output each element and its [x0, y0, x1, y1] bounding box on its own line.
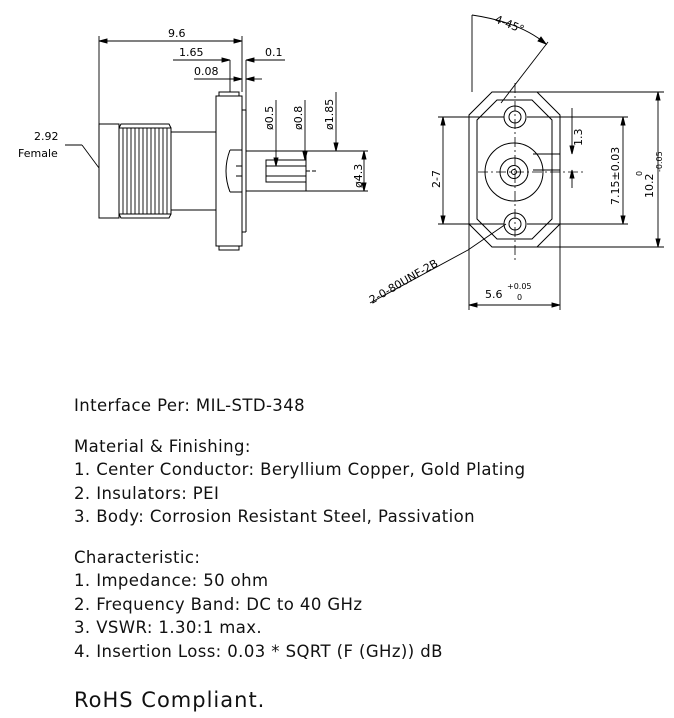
characteristic-item: 2. Frequency Band: DC to 40 GHz	[74, 594, 363, 614]
material-item: 3. Body: Corrosion Resistant Steel, Pass…	[74, 507, 475, 526]
technical-drawing: 9.6 1.65 0.1 0.08 ø0.5 ø0.8 ø1.85 ø4.3 2…	[18, 13, 664, 310]
side-view: 9.6 1.65 0.1 0.08 ø0.5 ø0.8 ø1.85 ø4.3 2…	[18, 27, 368, 251]
dia-insulator: ø1.85	[323, 99, 336, 130]
flange	[215, 91, 247, 251]
center-pin	[225, 149, 316, 193]
interface-note: Interface Per: MIL-STD-348	[74, 396, 305, 415]
dim-flange-offset: 1.65	[179, 46, 204, 59]
characteristic-item: 1. Impedance: 50 ohm	[74, 571, 269, 590]
dim-width-tol-lower: 0	[517, 293, 522, 302]
side-dimensions	[65, 36, 368, 192]
dim-width-tol-upper: +0.05	[507, 282, 532, 291]
characteristic-heading: Characteristic:	[74, 547, 201, 567]
centerlines	[478, 83, 586, 262]
dim-width-main: 5.6	[485, 288, 503, 301]
characteristic-item: 3. VSWR: 1.30:1 max.	[74, 618, 263, 637]
dim-overall-length: 9.6	[168, 27, 186, 40]
dim-height-tol-upper: 0	[635, 171, 644, 176]
threaded-body	[98, 123, 217, 219]
characteristic-item: 4. Insertion Loss: 0.03 * SQRT (F (GHz))…	[74, 641, 443, 661]
dim-pin-offset: 1.3	[572, 129, 585, 147]
rohs-compliance: RoHS Compliant.	[74, 688, 266, 712]
dim-chamfer: 4-45°	[493, 13, 526, 36]
thread-size-label: 2.92	[34, 130, 59, 143]
dim-height-main: 10.2	[643, 174, 656, 199]
dim-step: 0.08	[194, 65, 219, 78]
material-heading: Material & Finishing:	[74, 436, 251, 456]
dim-hole-pitch: 2-7	[430, 170, 443, 188]
material-item: 1. Center Conductor: Beryllium Copper, G…	[74, 460, 526, 479]
spec-notes: Interface Per: MIL-STD-348 Material & Fi…	[74, 394, 664, 663]
dim-flange-gap: 0.1	[265, 46, 283, 59]
dia-body: ø4.3	[352, 164, 365, 188]
dia-pin-step: ø0.8	[292, 106, 305, 130]
dia-pin: ø0.5	[263, 106, 276, 130]
front-dimensions	[369, 14, 664, 310]
thread-gender-label: Female	[18, 147, 58, 160]
dim-hole-spacing: 7.15±0.03	[609, 147, 622, 205]
front-view: 4-45° 2-7 1.3 7.15±0.03 10.2 0 -0.05 2-0…	[367, 13, 664, 310]
thread-callout: 2-0-80UNF-2B	[367, 257, 440, 307]
material-item: 2. Insulators: PEI	[74, 483, 220, 503]
dim-height-tol-lower: -0.05	[655, 151, 664, 172]
